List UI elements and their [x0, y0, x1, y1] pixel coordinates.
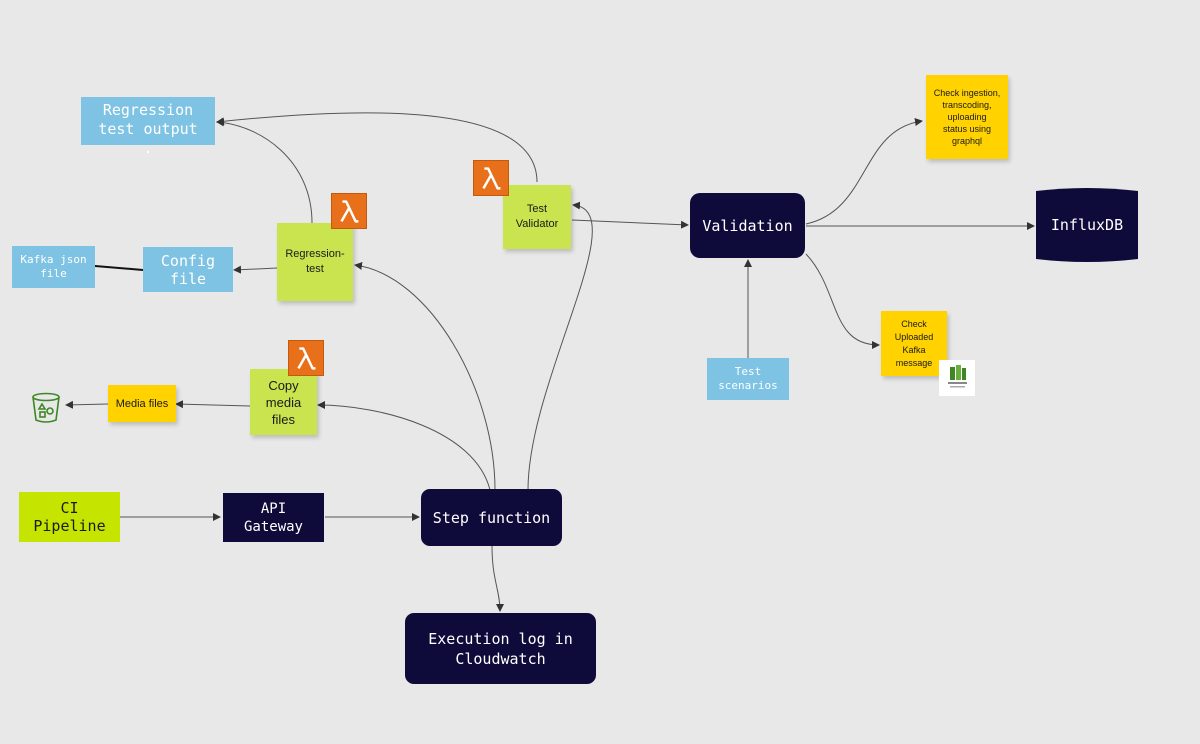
config-file-note: Config file: [143, 247, 233, 292]
kafka-json-file-note: Kafka json file: [12, 246, 95, 288]
copy-media-files-label: Copy media files: [265, 377, 302, 427]
api-gateway-label: API Gateway: [243, 500, 303, 535]
regression-test-note: Regression- test: [277, 223, 353, 301]
regression-test-output-note: Regression test output .: [81, 97, 215, 157]
media-files-label: Media files: [115, 397, 169, 410]
check-kafka-note: Check Uploaded Kafka message: [881, 311, 947, 376]
edge-stepfunction-to-regressiontest: [354, 261, 496, 491]
validation-label: Validation: [702, 216, 793, 235]
influxdb-label: InfluxDB: [1050, 216, 1124, 234]
lambda-icon: [288, 340, 324, 376]
copy-media-files-note: Copy media files: [250, 369, 317, 435]
lambda-icon: [473, 160, 509, 196]
test-validator-label: Test Validator: [515, 203, 559, 230]
edge-regressiontest-to-config: [233, 265, 278, 274]
lambda-icon: [331, 193, 367, 229]
ci-pipeline-block: CI Pipeline: [19, 492, 120, 542]
edge-mediafiles-to-bucket: [65, 400, 109, 409]
api-gateway-block: API Gateway: [223, 493, 324, 542]
edge-stepfunction-to-executionlog: [491, 545, 504, 612]
check-ingestion-note: Check ingestion, transcoding, uploading …: [926, 75, 1008, 159]
edge-regressiontest-to-output: [216, 118, 313, 224]
config-file-label: Config file: [160, 251, 216, 288]
kafka-json-file-label: Kafka json file: [20, 253, 87, 280]
step-function-block: Step function: [421, 489, 562, 546]
edge-validator-to-output: [216, 112, 538, 183]
edge-config-to-kafka: [94, 265, 144, 271]
msk-kafka-icon: [939, 360, 975, 396]
test-validator-note: Test Validator: [503, 185, 571, 249]
media-files-note: Media files: [108, 385, 176, 422]
check-kafka-label: Check Uploaded Kafka message: [894, 318, 934, 368]
test-scenarios-label: Test scenarios: [718, 365, 778, 392]
ci-pipeline-label: CI Pipeline: [33, 499, 106, 535]
regression-test-output-label: Regression test output .: [98, 101, 198, 157]
s3-bucket-icon: [28, 390, 64, 426]
edge-copymedia-to-mediafiles: [175, 400, 251, 409]
edge-stepfunction-to-copymedia: [317, 401, 491, 491]
test-scenarios-note: Test scenarios: [707, 358, 789, 400]
execution-log-label: Execution log in Cloudwatch: [428, 629, 573, 668]
influxdb-database: InfluxDB: [1036, 185, 1138, 265]
edge-validation-to-checkingestion: [805, 118, 923, 225]
edge-validation-to-checkkafka: [805, 253, 880, 349]
edge-stepfunction-to-validator: [527, 201, 593, 491]
step-function-label: Step function: [432, 508, 551, 527]
execution-log-block: Execution log in Cloudwatch: [405, 613, 596, 684]
regression-test-label: Regression- test: [285, 248, 345, 275]
validation-block: Validation: [690, 193, 805, 258]
edge-validator-to-validation: [571, 219, 689, 229]
check-ingestion-label: Check ingestion, transcoding, uploading …: [933, 88, 1001, 146]
